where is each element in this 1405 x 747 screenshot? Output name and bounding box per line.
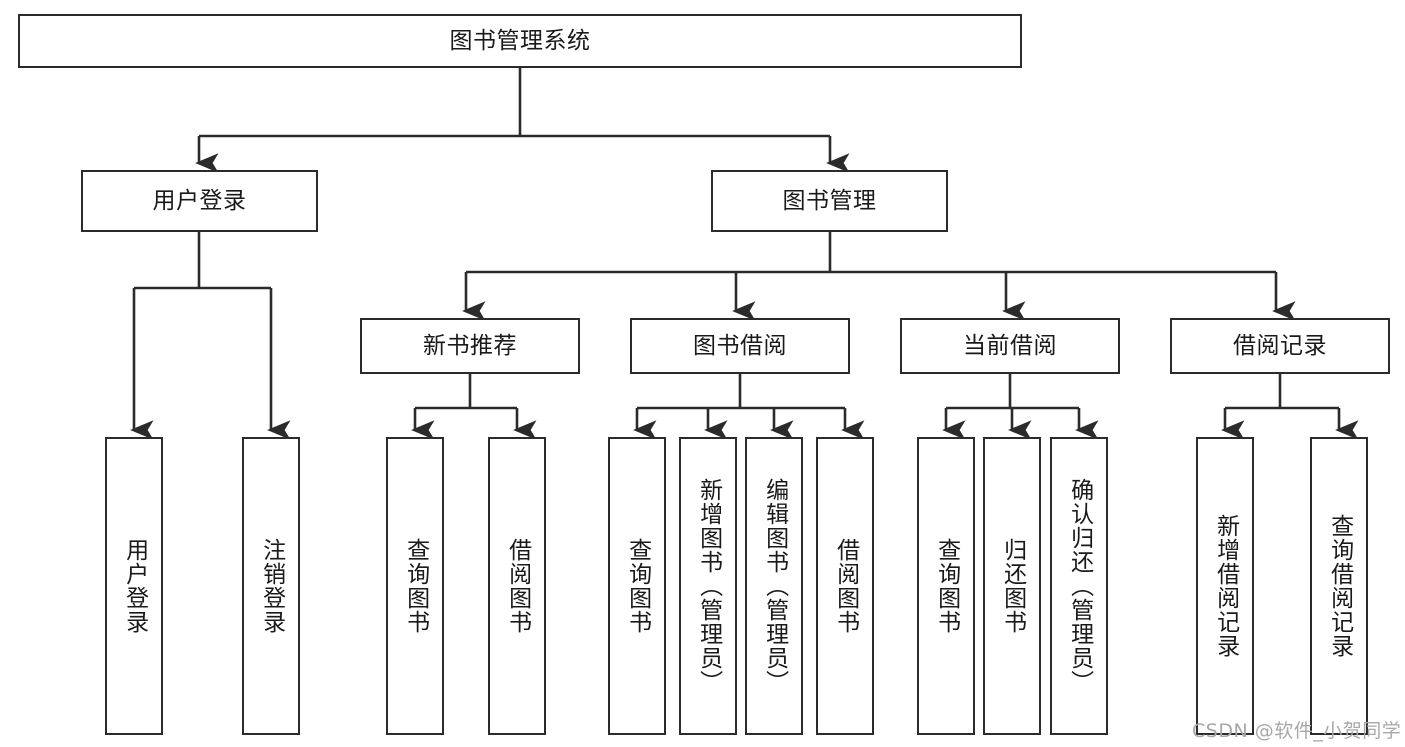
node-root-label: 图书管理系统 (449, 27, 591, 54)
csdn-watermark: CSDN @软件_小贺同学 (1192, 720, 1402, 742)
node-leaf-query-record-label: 查询借阅记录 (1326, 514, 1353, 658)
node-leaf-borrow-book-2[interactable]: 借阅图书 (816, 437, 874, 735)
node-leaf-query-book-3[interactable]: 查询图书 (917, 437, 975, 735)
node-book-borrow[interactable]: 图书借阅 (630, 318, 850, 374)
node-book-borrow-label: 图书借阅 (693, 332, 787, 359)
node-leaf-user-login-label: 用户登录 (121, 538, 148, 634)
node-leaf-confirm-return-label: 确认归还（管理员） (1066, 478, 1093, 694)
node-user-login[interactable]: 用户登录 (81, 170, 318, 232)
node-current-borrow-label: 当前借阅 (963, 332, 1057, 359)
node-leaf-return-book-label: 归还图书 (999, 538, 1026, 634)
node-leaf-logout-login-label: 注销登录 (258, 538, 285, 634)
node-leaf-query-record[interactable]: 查询借阅记录 (1310, 437, 1368, 735)
node-leaf-confirm-return[interactable]: 确认归还（管理员） (1050, 437, 1108, 735)
node-leaf-borrow-book-2-label: 借阅图书 (832, 538, 859, 634)
node-leaf-borrow-book-1-label: 借阅图书 (504, 538, 531, 634)
node-leaf-add-book-label: 新增图书（管理员） (695, 478, 722, 694)
node-leaf-query-book-1-label: 查询图书 (402, 538, 429, 634)
node-leaf-query-book-2-label: 查询图书 (624, 538, 651, 634)
node-leaf-return-book[interactable]: 归还图书 (983, 437, 1041, 735)
node-current-borrow[interactable]: 当前借阅 (900, 318, 1120, 374)
node-leaf-add-record-label: 新增借阅记录 (1212, 514, 1239, 658)
node-leaf-edit-book-label: 编辑图书（管理员） (761, 478, 788, 694)
node-borrow-record-label: 借阅记录 (1233, 332, 1327, 359)
node-new-book-recommend-label: 新书推荐 (423, 332, 517, 359)
node-new-book-recommend[interactable]: 新书推荐 (360, 318, 580, 374)
node-book-manage-label: 图书管理 (782, 187, 877, 214)
node-user-login-label: 用户登录 (152, 187, 247, 214)
node-leaf-query-book-2[interactable]: 查询图书 (608, 437, 666, 735)
node-leaf-add-book[interactable]: 新增图书（管理员） (679, 437, 737, 735)
node-leaf-query-book-1[interactable]: 查询图书 (386, 437, 444, 735)
node-leaf-query-book-3-label: 查询图书 (933, 538, 960, 634)
node-borrow-record[interactable]: 借阅记录 (1170, 318, 1390, 374)
node-leaf-edit-book[interactable]: 编辑图书（管理员） (745, 437, 803, 735)
node-leaf-user-login[interactable]: 用户登录 (105, 437, 163, 735)
node-leaf-logout-login[interactable]: 注销登录 (242, 437, 300, 735)
node-book-manage[interactable]: 图书管理 (711, 170, 948, 232)
node-leaf-add-record[interactable]: 新增借阅记录 (1196, 437, 1254, 735)
node-root[interactable]: 图书管理系统 (18, 14, 1022, 68)
node-leaf-borrow-book-1[interactable]: 借阅图书 (488, 437, 546, 735)
